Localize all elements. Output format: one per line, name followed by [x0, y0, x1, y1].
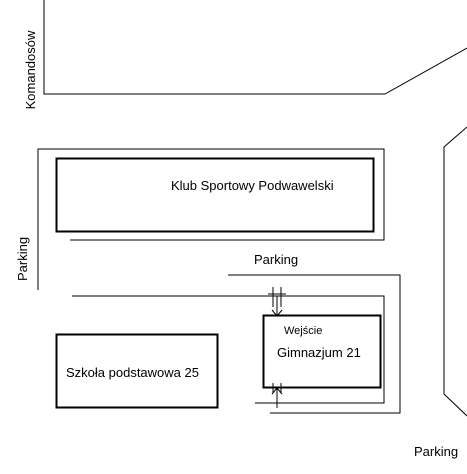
wejscie-label: Wejście [284, 325, 322, 337]
entrance-marker-top [268, 287, 286, 317]
access-road-inner [72, 295, 385, 404]
street-label-komandosow: Komandosów [23, 30, 38, 109]
klub-sportowy-building [55, 157, 375, 233]
right-road-edge [443, 126, 467, 417]
szkola-label: Szkoła podstawowa 25 [66, 365, 199, 380]
gimnazjum-building [262, 314, 382, 389]
entrance-marker-bottom [268, 383, 286, 408]
klub-sportowy-label: Klub Sportowy Podwawelski [171, 178, 334, 193]
parking-left-label: Parking [15, 237, 30, 281]
parking-top-label: Parking [254, 252, 298, 267]
parking-bottom-right-label: Parking [414, 444, 458, 459]
club-parcel-boundary [37, 148, 385, 290]
komandosow-road-edge [43, 0, 467, 95]
access-road-outer [228, 274, 401, 414]
gimnazjum-label: Gimnazjum 21 [277, 345, 361, 360]
szkola-building [55, 333, 219, 409]
